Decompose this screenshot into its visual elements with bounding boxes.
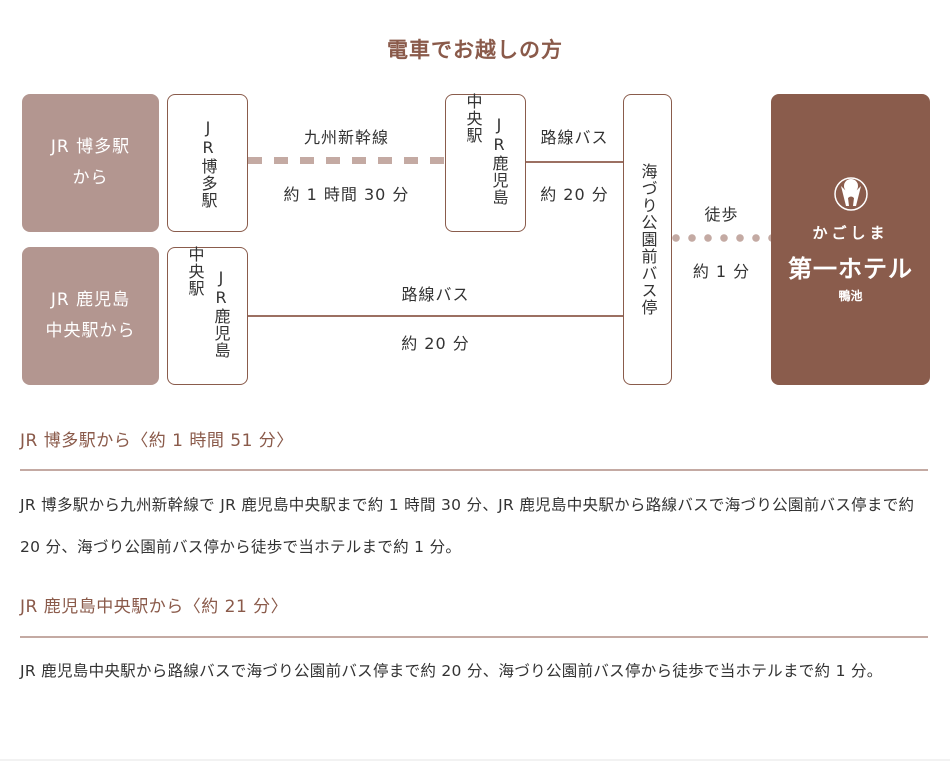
segment-shinkansen-duration: 約 1 時間 30 分 (283, 185, 410, 204)
segment-bus-top-duration: 約 20 分 (540, 185, 609, 204)
segment-bus-bottom-duration: 約 20 分 (401, 334, 470, 353)
origin-hakata-box: JR 博多駅 から (22, 94, 159, 232)
route-divider-hakata (20, 469, 928, 471)
bottom-rule (0, 759, 950, 761)
route-divider-kagoshima-chuo (20, 636, 928, 638)
route-body-hakata: JR 博多駅から九州新幹線で JR 鹿児島中央駅まで約 1 時間 30 分、JR… (20, 496, 915, 556)
hotel-emblem-icon (833, 176, 869, 212)
segment-shinkansen-mode: 九州新幹線 (303, 128, 389, 147)
station-jr-kagoshima-chuo-top: JR鹿児島 中央駅 (445, 92, 526, 232)
bus-stop-label: 海づり公園前バス停 (638, 163, 658, 316)
station-kc-bottom-col2: 中央駅 (185, 245, 205, 297)
segment-walk-duration: 約 1 分 (692, 262, 751, 281)
hotel-box: かごしま 第一ホテル 鴨池 (771, 94, 930, 385)
hotel-location: 鴨池 (838, 289, 863, 303)
shinkansen-line (248, 157, 445, 164)
station-umizuri-koen-mae-bus-stop: 海づり公園前バス停 (623, 94, 672, 385)
origin-kagoshima-line2: 中央駅から (45, 321, 136, 341)
walk-dotted-line (672, 234, 771, 242)
station-kc-top-col2: 中央駅 (463, 92, 483, 144)
route-body-kagoshima-chuo: JR 鹿児島中央駅から路線バスで海づり公園前バス停まで約 20 分、海づり公園前… (20, 662, 883, 680)
station-kc-bottom-col1: JR鹿児島 (211, 267, 231, 359)
station-jr-kagoshima-chuo-bottom: JR鹿児島 中央駅 (167, 245, 248, 385)
hotel-name-main: 第一ホテル (788, 255, 913, 283)
origin-kagoshima-line1: JR 鹿児島 (50, 290, 131, 310)
route-heading-kagoshima-chuo: JR 鹿児島中央駅から〈約 21 分〉 (20, 597, 289, 617)
origin-kagoshima-chuo-box: JR 鹿児島 中央駅から (22, 247, 159, 385)
segment-walk-mode: 徒歩 (704, 205, 739, 224)
origin-hakata-line2: から (72, 168, 109, 188)
origin-hakata-line1: JR 博多駅 (50, 137, 131, 157)
station-kc-top-col1: JR鹿児島 (489, 114, 509, 206)
segment-bus-top-mode: 路線バス (540, 128, 609, 147)
page-title: 電車でお越しの方 (387, 38, 563, 62)
bus-bottom-line (248, 315, 623, 317)
bus-top-line (526, 161, 623, 163)
station-jr-hakata: JR博多駅 (167, 94, 248, 232)
segment-bus-bottom-mode: 路線バス (401, 285, 470, 304)
route-heading-hakata: JR 博多駅から〈約 1 時間 51 分〉 (20, 431, 294, 451)
station-jr-hakata-label: JR博多駅 (198, 117, 218, 209)
hotel-name-sub: かごしま (812, 224, 889, 242)
